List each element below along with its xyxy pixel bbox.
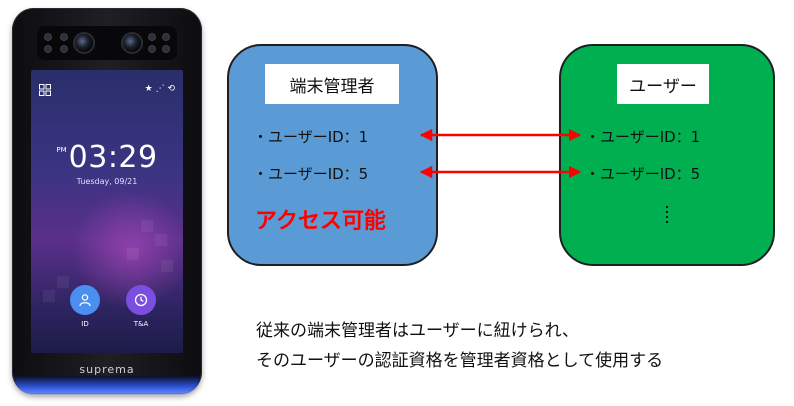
ir-sensor-icon [149, 34, 155, 40]
admin-user-row-1: ・ユーザーID：1 [253, 128, 369, 146]
ir-sensor-icon [149, 46, 155, 52]
ir-sensor-icon [61, 34, 67, 40]
person-icon [79, 294, 91, 307]
access-control-device: ★ ⋰ ⟲ PM03:29 Tuesday, 09/21 ID T&A supr… [12, 8, 202, 394]
id-app-label: ID [81, 320, 89, 328]
id-app-button[interactable] [70, 285, 100, 315]
camera-lens-icon [75, 34, 93, 52]
clock-icon [134, 293, 148, 307]
ir-sensor-icon [45, 34, 51, 40]
ta-app-button[interactable] [126, 285, 156, 315]
rotate-icon: ⟲ [167, 84, 175, 94]
camera-bar [37, 26, 177, 60]
clock-time: 03:29 [68, 140, 158, 175]
caption-line-1: 従来の端末管理者はユーザーに紐けられ、 [256, 321, 579, 341]
camera-lens-icon [123, 34, 141, 52]
ta-app-label: T&A [133, 320, 149, 328]
clock: PM03:29 Tuesday, 09/21 [31, 140, 183, 186]
ir-sensor-icon [163, 46, 169, 52]
clock-date: Tuesday, 09/21 [76, 177, 138, 186]
caption: 従来の端末管理者はユーザーに紐けられ、 そのユーザーの認証資格を管理者資格として… [256, 316, 663, 376]
admin-user-row-5: ・ユーザーID：5 [253, 165, 369, 183]
grid-icon[interactable] [39, 84, 51, 99]
device-led-base [14, 376, 200, 394]
ir-sensor-icon [45, 46, 51, 52]
device-admin-box: 端末管理者 ・ユーザーID：1 ・ユーザーID：5 アクセス可能 [227, 44, 438, 266]
status-icons: ★ ⋰ ⟲ [145, 84, 175, 94]
star-icon: ★ [144, 84, 153, 94]
share-icon: ⋰ [155, 84, 165, 94]
users-box: ユーザー ・ユーザーID：1 ・ユーザーID：5 [559, 44, 775, 266]
ir-sensor-icon [163, 34, 169, 40]
device-screen: ★ ⋰ ⟲ PM03:29 Tuesday, 09/21 ID T&A [31, 70, 183, 353]
ir-sensor-icon [61, 46, 67, 52]
user-row-1: ・ユーザーID：1 [585, 128, 701, 146]
brand-logo: suprema [79, 363, 135, 376]
device-admin-title: 端末管理者 [265, 64, 399, 104]
caption-line-2: そのユーザーの認証資格を管理者資格として使用する [256, 351, 664, 371]
access-allowed-label: アクセス可能 [255, 209, 386, 234]
users-title: ユーザー [617, 64, 709, 104]
more-users-ellipsis [665, 206, 669, 232]
clock-ampm: PM [56, 146, 67, 154]
user-row-5: ・ユーザーID：5 [585, 165, 701, 183]
